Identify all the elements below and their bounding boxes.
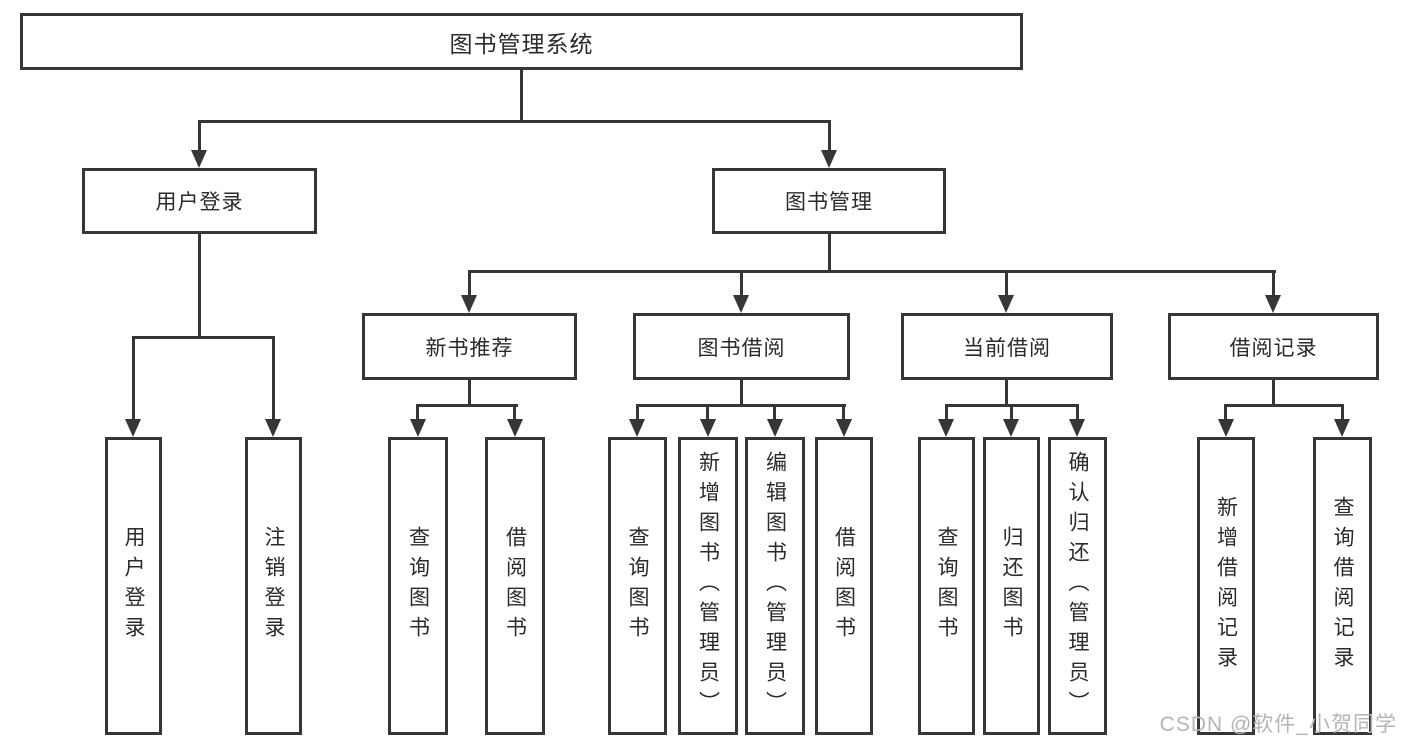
arrowhead-down-icon (938, 419, 954, 437)
leaf-borrow-books-recommend: 借阅图书 (485, 437, 545, 735)
node-new-book-recommendation: 新书推荐 (362, 313, 577, 380)
connector-drop-current-borrowing (1005, 270, 1008, 298)
leaf-edit-books-admin: 编辑图书（管理员） (745, 437, 805, 735)
leaf-query-borrow-record-label: 查询借阅记录 (1331, 496, 1354, 676)
connector-current-borrowing-stem (1005, 380, 1008, 407)
watermark: CSDN @软件_小贺同学 (1159, 713, 1397, 736)
arrowhead-down-icon (1334, 419, 1350, 437)
leaf-query-books-recommend-label: 查询图书 (406, 526, 430, 646)
node-current-borrowing-label: 当前借阅 (963, 336, 1051, 360)
node-user-login-label: 用户登录 (155, 191, 244, 214)
connector-drop (945, 404, 948, 421)
connector-drop (636, 404, 639, 421)
leaf-query-books-current-label: 查询图书 (935, 526, 958, 646)
connector-drop-leaf-logout (272, 336, 275, 420)
connector-level3-bar (468, 270, 1276, 273)
leaf-add-borrow-record-label: 新增借阅记录 (1214, 496, 1238, 676)
node-borrowing-records-label: 借阅记录 (1229, 336, 1318, 360)
connector-new-book-stem (468, 380, 471, 407)
arrowhead-down-icon (767, 419, 783, 437)
node-book-management-label: 图书管理 (785, 191, 873, 214)
connector-drop-book-management (828, 120, 831, 152)
node-book-borrowing-label: 图书借阅 (697, 336, 786, 360)
connector-borrowing-records-bar (1224, 404, 1344, 407)
connector-drop (1076, 404, 1079, 421)
connector-drop (1224, 404, 1227, 421)
leaf-user-login: 用户登录 (105, 437, 162, 735)
connector-book-borrowing-bar (636, 404, 846, 407)
leaf-add-borrow-record: 新增借阅记录 (1197, 437, 1255, 735)
arrowhead-down-icon (733, 295, 749, 313)
connector-book-borrowing-stem (740, 380, 743, 407)
leaf-return-books-label: 归还图书 (1000, 526, 1023, 646)
leaf-add-books-admin-label: 新增图书（管理员） (696, 451, 720, 721)
connector-drop (416, 404, 419, 421)
leaf-confirm-return-admin-label: 确认归还（管理员） (1066, 451, 1089, 721)
arrowhead-down-icon (836, 419, 852, 437)
connector-drop-book-borrowing (740, 270, 743, 298)
connector-drop-user-login (198, 120, 201, 152)
node-user-login: 用户登录 (82, 168, 317, 234)
leaf-query-books-current: 查询图书 (918, 437, 975, 735)
leaf-confirm-return-admin: 确认归还（管理员） (1048, 437, 1107, 735)
node-root-label: 图书管理系统 (449, 30, 594, 57)
connector-user-login-bar (132, 336, 275, 339)
leaf-user-login-label: 用户登录 (122, 526, 145, 646)
node-book-borrowing: 图书借阅 (633, 313, 850, 380)
leaf-add-books-admin: 新增图书（管理员） (678, 437, 738, 735)
connector-borrowing-records-stem (1272, 380, 1275, 407)
connector-user-login-stem (198, 234, 201, 338)
connector-book-management-stem (828, 234, 831, 273)
arrowhead-down-icon (265, 419, 281, 437)
connector-drop (1341, 404, 1344, 421)
arrowhead-down-icon (1218, 419, 1234, 437)
leaf-borrow-books-recommend-label: 借阅图书 (503, 526, 527, 646)
arrowhead-down-icon (821, 150, 837, 168)
connector-drop (513, 404, 516, 421)
connector-level2-bar (198, 120, 831, 123)
connector-drop-new-book (468, 270, 471, 298)
arrowhead-down-icon (410, 419, 426, 437)
arrowhead-down-icon (1003, 419, 1019, 437)
leaf-borrow-books-borrowing-label: 借阅图书 (832, 526, 856, 646)
leaf-borrow-books-borrowing: 借阅图书 (815, 437, 873, 735)
arrowhead-down-icon (700, 419, 716, 437)
arrowhead-down-icon (629, 419, 645, 437)
leaf-logout-label: 注销登录 (262, 526, 285, 646)
arrowhead-down-icon (1069, 419, 1085, 437)
node-book-management: 图书管理 (712, 168, 946, 234)
leaf-query-borrow-record: 查询借阅记录 (1313, 437, 1372, 735)
arrowhead-down-icon (461, 295, 477, 313)
node-current-borrowing: 当前借阅 (901, 313, 1113, 380)
leaf-return-books: 归还图书 (983, 437, 1040, 735)
leaf-query-books-recommend: 查询图书 (388, 437, 448, 735)
arrowhead-down-icon (507, 419, 523, 437)
arrowhead-down-icon (191, 150, 207, 168)
arrowhead-down-icon (998, 295, 1014, 313)
connector-new-book-bar (416, 404, 518, 407)
leaf-query-books-borrowing-label: 查询图书 (626, 526, 649, 646)
node-new-book-recommendation-label: 新书推荐 (425, 336, 514, 360)
connector-root-stem (520, 70, 523, 123)
leaf-edit-books-admin-label: 编辑图书（管理员） (763, 451, 787, 721)
connector-drop (1010, 404, 1013, 421)
connector-drop-leaf-user-login (132, 336, 135, 420)
connector-drop (706, 404, 709, 421)
arrowhead-down-icon (1265, 295, 1281, 313)
leaf-query-books-borrowing: 查询图书 (608, 437, 667, 735)
arrowhead-down-icon (125, 419, 141, 437)
connector-drop (842, 404, 845, 421)
leaf-logout: 注销登录 (245, 437, 302, 735)
node-root: 图书管理系统 (20, 13, 1023, 70)
node-borrowing-records: 借阅记录 (1168, 313, 1379, 380)
connector-drop-borrowing-records (1272, 270, 1275, 298)
connector-drop (773, 404, 776, 421)
